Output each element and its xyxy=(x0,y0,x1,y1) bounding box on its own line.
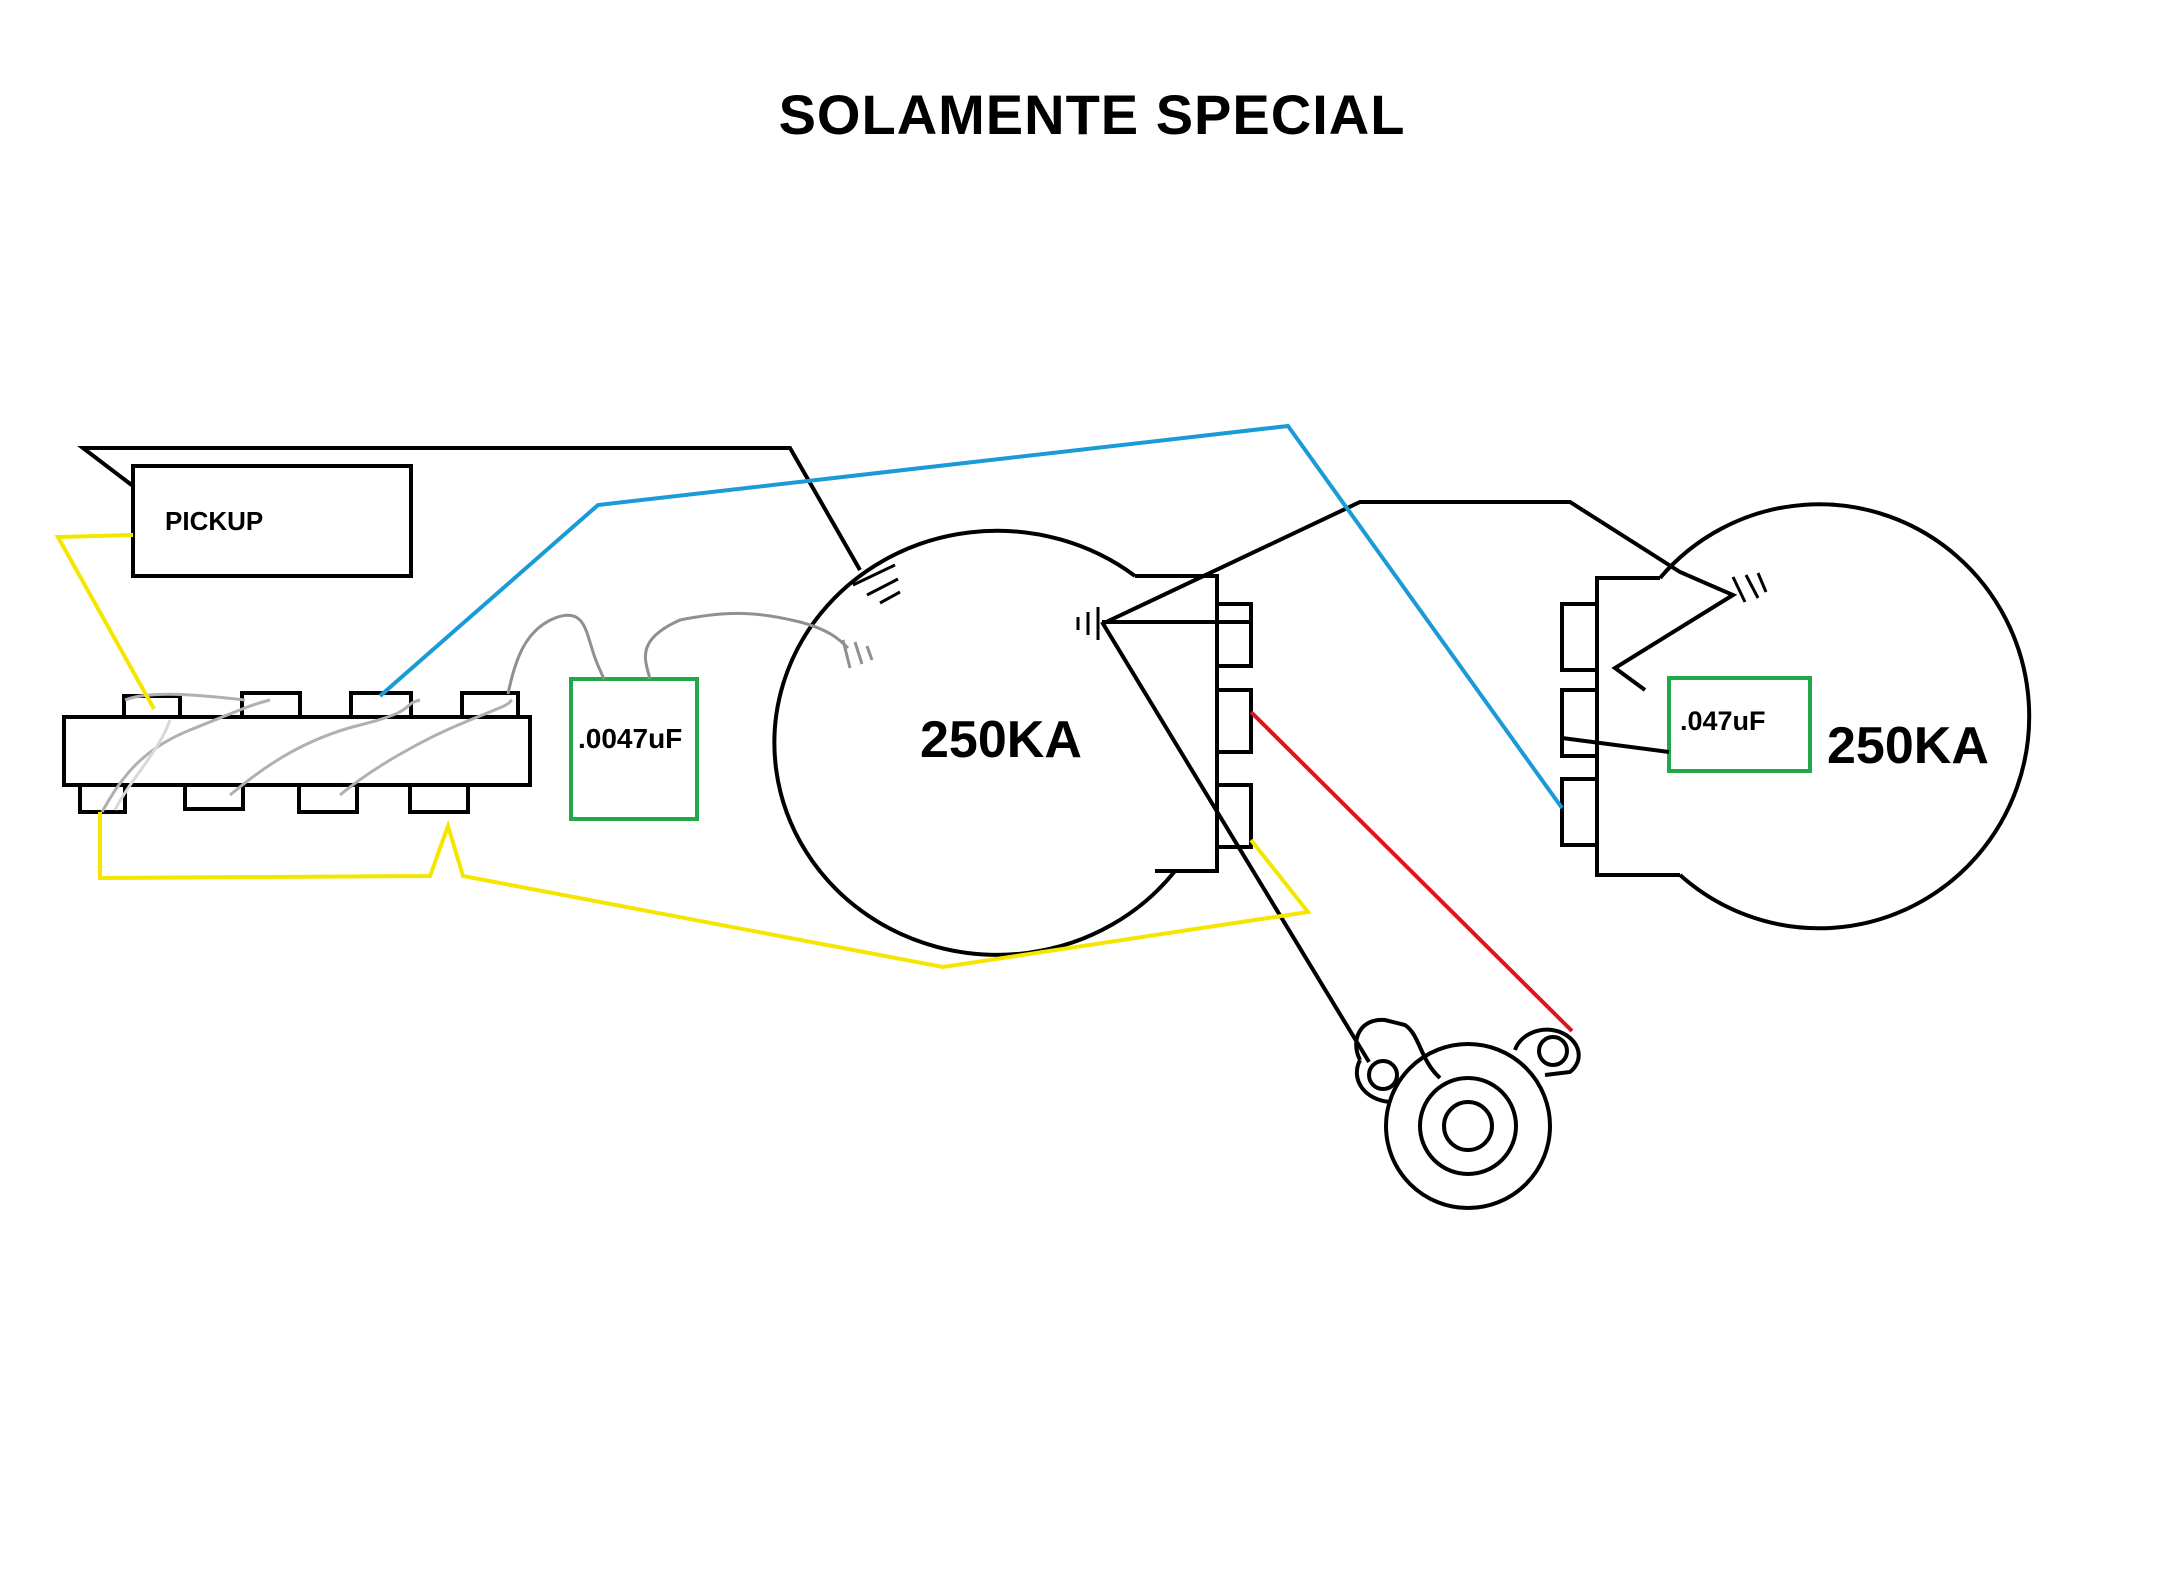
capacitor-047-label: .047uF xyxy=(1680,706,1766,736)
volume-pot-label: 250KA xyxy=(920,711,1082,769)
jack-ring xyxy=(1418,1076,1518,1176)
wire-yellow-switch-bottom xyxy=(98,812,1312,970)
diagram-title: SOLAMENTE SPECIAL xyxy=(778,83,1406,146)
capacitor-047-body xyxy=(1667,676,1812,773)
ground-symbols xyxy=(841,563,1768,669)
jack-tip xyxy=(1442,1100,1494,1152)
switch-lug-top-2 xyxy=(240,691,302,719)
ground-icon xyxy=(1076,607,1100,640)
pickup: PICKUP xyxy=(131,464,413,578)
capacitor-0047: .0047uF xyxy=(569,677,699,821)
volume-pot: 250KA xyxy=(772,528,1253,957)
switch-lug-bottom-4 xyxy=(408,783,470,814)
selector-switch xyxy=(62,691,532,814)
ground-icon xyxy=(852,563,901,605)
wire-black-tone-cap xyxy=(1561,736,1670,754)
volume-pot-lug-1 xyxy=(1215,602,1253,668)
jack-sleeve xyxy=(1384,1042,1552,1210)
volume-pot-lug-3 xyxy=(1215,783,1253,849)
wire-black-pot-link xyxy=(1101,500,1738,692)
tone-pot-label: 250KA xyxy=(1827,717,1989,775)
switch-body xyxy=(62,715,532,787)
ground-icon xyxy=(1731,572,1768,603)
tone-pot-lug-3 xyxy=(1560,777,1599,847)
pickup-body xyxy=(131,464,413,578)
wire-blue xyxy=(378,423,1564,810)
wire-gray-cap-ground xyxy=(643,611,850,680)
tone-pot-lug-2 xyxy=(1560,688,1599,758)
wire-red-output xyxy=(1249,710,1574,1033)
output-jack xyxy=(1354,1017,1581,1210)
switch-lug-bottom-3 xyxy=(297,783,359,814)
capacitor-047: .047uF xyxy=(1667,676,1812,773)
ground-icon xyxy=(841,639,874,669)
volume-pot-lug-2 xyxy=(1215,688,1253,754)
capacitor-0047-label: .0047uF xyxy=(578,723,682,754)
wire-gray-switch-cap xyxy=(506,613,606,695)
wire-black-pickup-ground xyxy=(77,446,862,571)
switch-jumpers xyxy=(100,692,513,813)
switch-lug-top-4 xyxy=(460,691,520,719)
wire-yellow-pickup-hot xyxy=(54,533,156,710)
switch-lug-bottom-2 xyxy=(183,783,245,811)
capacitor-0047-body xyxy=(569,677,699,821)
jack-lug-sleeve xyxy=(1367,1059,1399,1091)
tone-pot-lug-1 xyxy=(1560,602,1599,672)
switch-lug-bottom-1 xyxy=(78,783,127,814)
tone-pot: 250KA xyxy=(1560,502,2032,931)
wire-black-jack-ground xyxy=(1100,620,1371,1064)
pickup-label: PICKUP xyxy=(165,506,263,536)
tone-pot-body xyxy=(1658,502,2032,931)
jack-lug-tip xyxy=(1537,1035,1569,1067)
